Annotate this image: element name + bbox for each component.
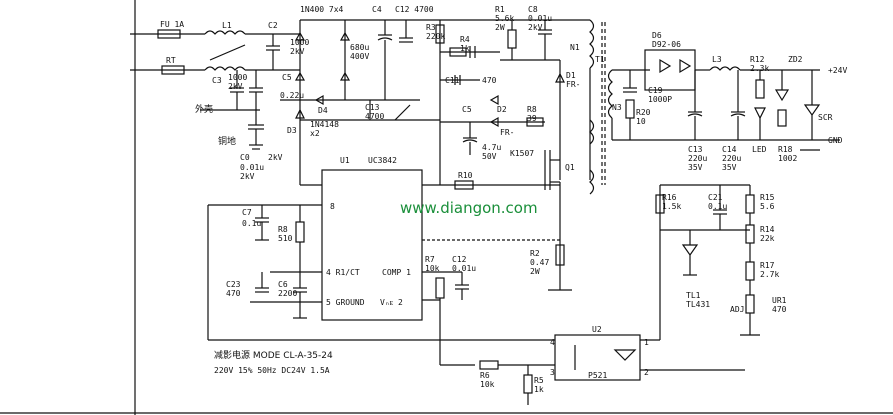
label-c11v: 470	[482, 76, 497, 85]
label-pin-4b: 4	[550, 338, 555, 347]
label-2kv: 2kV	[268, 153, 283, 162]
label-mid: 铜地	[218, 135, 236, 147]
label-rt: RT	[166, 56, 176, 65]
label-pin4: 4 R1/CT	[326, 268, 360, 277]
label-d2v: FR-	[500, 128, 514, 137]
label-u1: U1	[340, 156, 350, 165]
label-pin5: 5 GROUND	[326, 298, 365, 307]
label-c11: C11	[445, 76, 460, 85]
label-t1: T1	[595, 55, 605, 64]
label-k1507: K1507	[510, 149, 534, 158]
watermark-text: www.diangon.com	[400, 199, 538, 217]
label-u2: U2	[592, 325, 602, 334]
label-pin8: 8	[330, 202, 335, 211]
label-caption1: 减影电源 MODE CL-A-35-24	[214, 349, 333, 361]
label-caption2: 220V 15% 50Hz DC24V 1.5A	[214, 366, 330, 375]
label-pin-3: 3	[550, 368, 555, 377]
label-uc3842: UC3842	[368, 156, 397, 165]
label-d3: D3	[287, 126, 297, 135]
label-n1: N1	[570, 43, 580, 52]
label-gnd: GND	[828, 136, 843, 145]
label-fu1: FU 1A	[160, 20, 184, 29]
label-shell: 外壳	[195, 103, 213, 115]
label-c2: C2	[268, 21, 278, 30]
label-c5b: C5	[462, 105, 472, 114]
label-r10: R10	[458, 171, 473, 180]
label-vfb: Vₙᴇ 2	[380, 298, 403, 307]
label-adj: ADJ	[730, 305, 744, 314]
label-l3: L3	[712, 55, 722, 64]
label-c5av: 0.22u	[280, 91, 304, 100]
label-c12-top: C12 4700	[395, 5, 434, 14]
label-zd2: ZD2	[788, 55, 803, 64]
label-d4: D4	[318, 106, 328, 115]
label-c7v: 0.1u	[242, 219, 261, 228]
label-p521: P521	[588, 371, 607, 380]
label-l1: L1	[222, 21, 232, 30]
label-c5a: C5	[282, 73, 292, 82]
label-comp: COMP 1	[382, 268, 411, 277]
label-scr: SCR	[818, 113, 833, 122]
label-n3: N3	[612, 103, 622, 112]
label-c0: C0	[240, 153, 250, 162]
label-d2: D2	[497, 105, 507, 114]
label-c4: C4	[372, 5, 382, 14]
label-q1: Q1	[565, 163, 575, 172]
label-led: LED	[752, 145, 767, 154]
label-c7: C7	[242, 208, 252, 217]
label-c3: C3	[212, 76, 222, 85]
label-out: +24V	[828, 66, 847, 75]
label-bridge: 1N400 7x4	[300, 5, 344, 14]
label-pin-2: 2	[644, 368, 649, 377]
label-pin-1: 1	[644, 338, 649, 347]
